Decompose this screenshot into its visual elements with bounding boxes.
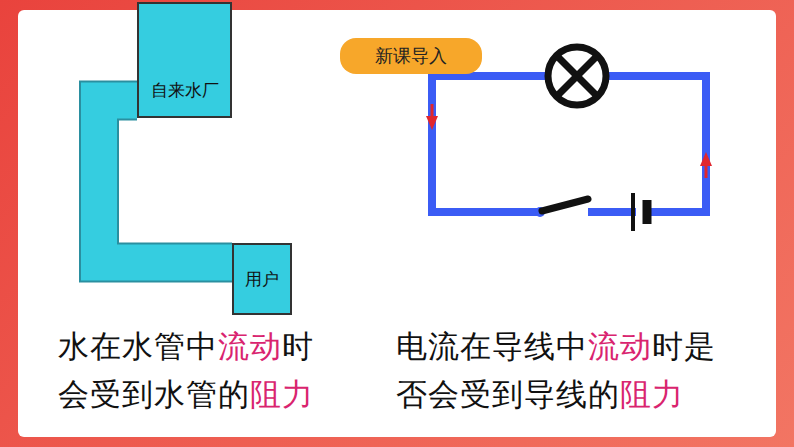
wire — [432, 76, 546, 212]
highlight-word: 流动 — [218, 328, 282, 364]
wire — [592, 208, 632, 216]
node-text: 新课导入 — [375, 44, 447, 68]
plain-text: 水在水管中 — [58, 328, 218, 364]
battery-symbol — [633, 193, 647, 231]
lamp-symbol — [548, 47, 606, 105]
plain-text: 电流在导线中 — [396, 328, 588, 364]
content-panel — [18, 10, 776, 437]
highlight-word: 阻力 — [620, 376, 684, 412]
node-text: 自来水厂 — [151, 79, 219, 102]
highlight-word: 阻力 — [250, 376, 314, 412]
pipe-water — [99, 101, 232, 263]
caption-text: 水在水管中流动时 会受到水管的阻力 — [58, 322, 320, 418]
pipe-outline — [99, 101, 232, 263]
wire — [608, 76, 706, 212]
water-plant-tank: 自来水厂 — [137, 2, 232, 118]
section-tag: 新课导入 — [340, 38, 482, 74]
user-box: 用户 — [232, 243, 292, 315]
caption-text: 电流在导线中流动时是 否会受到导线的阻力 — [396, 322, 746, 418]
highlight-word: 流动 — [588, 328, 652, 364]
water-pipe — [99, 101, 232, 263]
node-text: 用户 — [245, 268, 279, 291]
current-arrow — [426, 104, 712, 178]
switch-symbol — [535, 199, 588, 217]
